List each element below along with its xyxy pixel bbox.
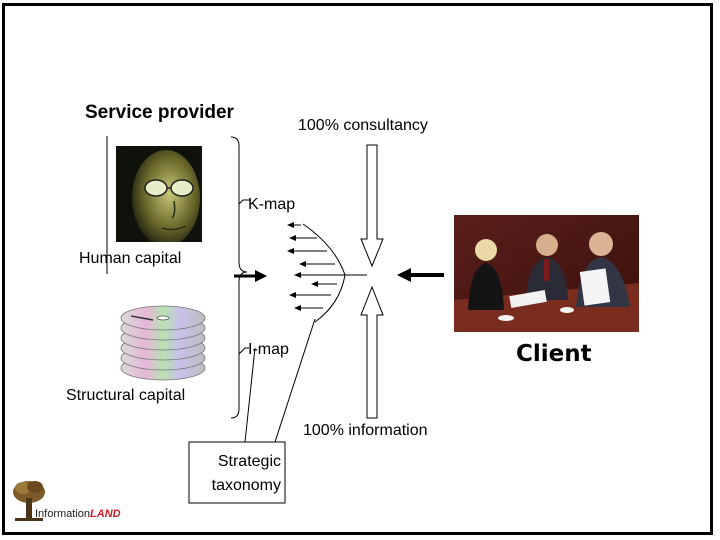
taxonomy-line-right (274, 318, 316, 443)
information-arrow (360, 285, 384, 419)
kmap-label: K-map (248, 196, 296, 213)
taxonomy-label-line2: taxonomy (211, 477, 281, 494)
taxonomy-line-left (244, 347, 256, 443)
curly-brace (230, 136, 248, 419)
information-label: 100% information (303, 422, 428, 439)
consultancy-arrow (360, 144, 384, 268)
structural-capital-cd-stack (117, 302, 209, 382)
imap-label: I-map (248, 341, 289, 358)
slide-frame: Service provider 100% consultancy K-map … (2, 3, 713, 535)
imap-bracket (238, 347, 249, 355)
tree-icon (13, 481, 45, 521)
client-arrowhead (397, 268, 411, 282)
service-provider-label: Service provider (85, 102, 234, 123)
kmap-bracket (238, 199, 250, 205)
information-land-logo: InformationLAND (11, 478, 123, 526)
client-meeting-photo (454, 215, 639, 332)
human-capital-photo (116, 146, 202, 242)
consultancy-label: 100% consultancy (298, 117, 428, 134)
taxonomy-label-line1: Strategic (217, 453, 281, 470)
logo-text-land: LAND (90, 508, 121, 520)
brace-to-map-arrowhead (255, 270, 267, 282)
taxonomy-box (188, 441, 286, 504)
structural-capital-label: Structural capital (66, 387, 186, 404)
logo-text-information: Information (35, 508, 91, 520)
kmap-fan-arrows (287, 222, 367, 323)
diagram-connectors (106, 136, 444, 504)
client-label: Client (516, 341, 592, 367)
human-capital-label: Human capital (79, 250, 182, 267)
